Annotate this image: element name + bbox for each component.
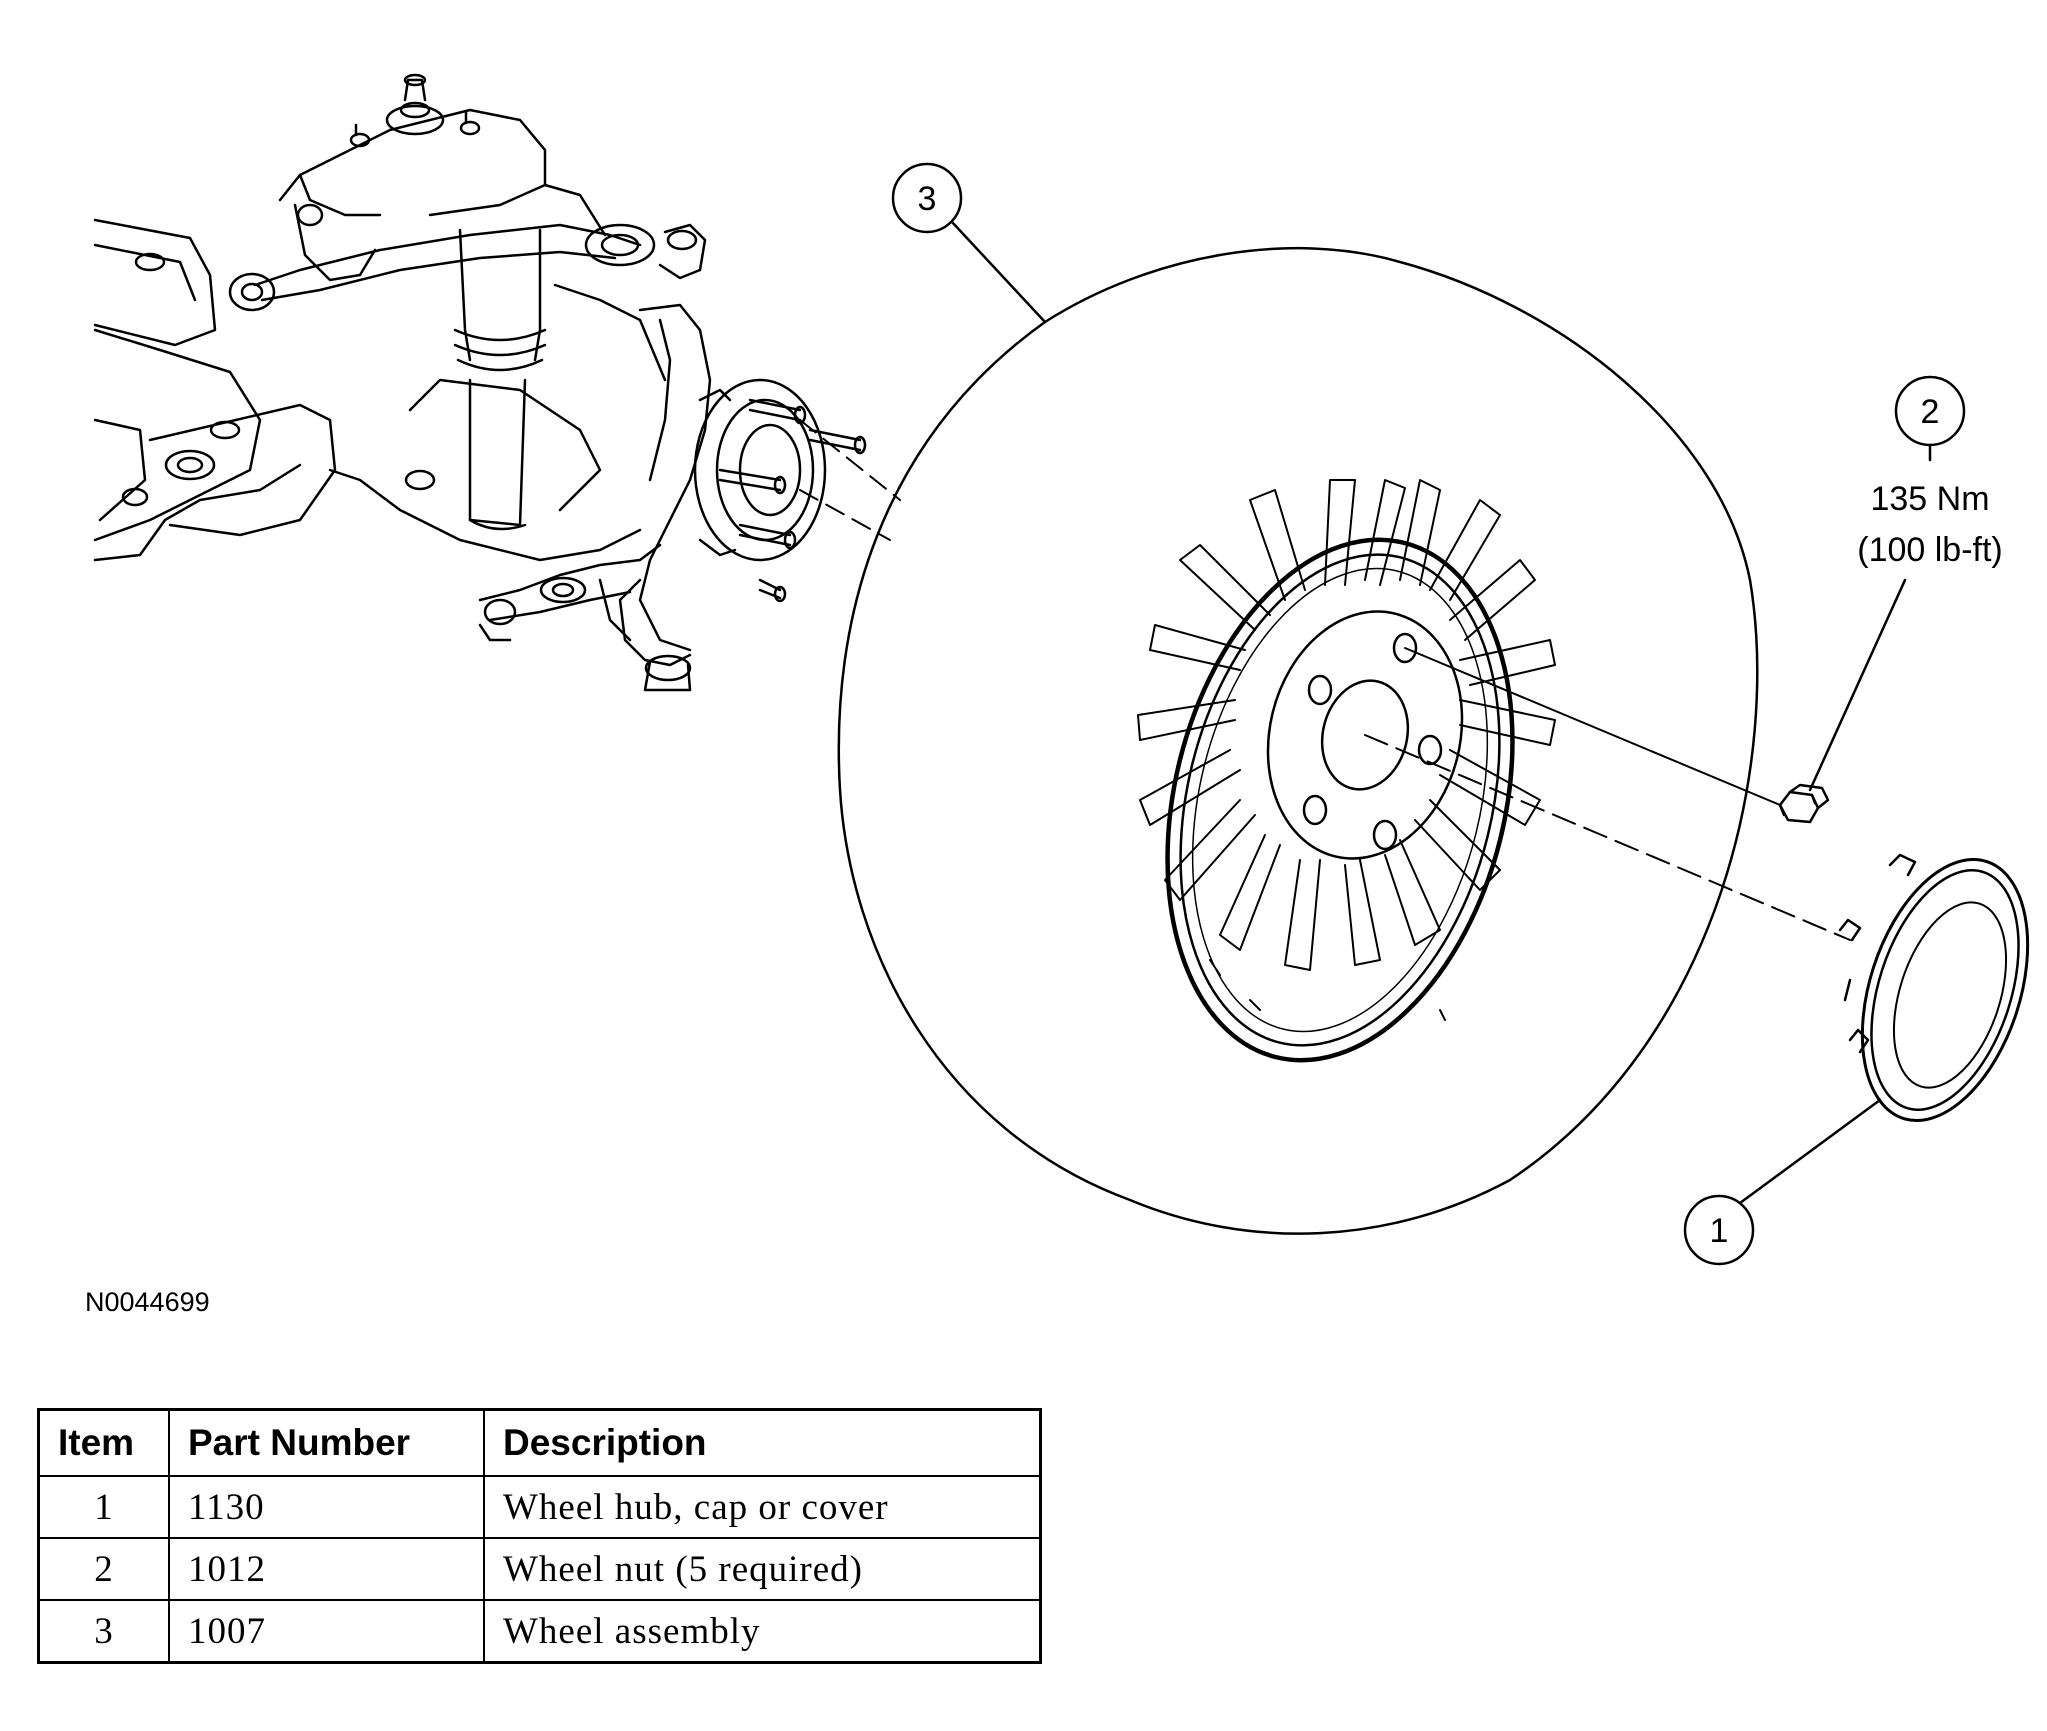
row-description: Wheel hub, cap or cover	[483, 1475, 1042, 1539]
table-row: 2 1012 Wheel nut (5 required)	[37, 1537, 1042, 1601]
wheel-spokes	[1137, 479, 1556, 1021]
table-row: 1 1130 Wheel hub, cap or cover	[37, 1475, 1042, 1539]
row-item: 3	[37, 1599, 170, 1664]
row-description: Wheel assembly	[483, 1599, 1042, 1664]
callout-2: 2 135 Nm (100 lb-ft)	[1808, 375, 2003, 792]
table-row: 3 1007 Wheel assembly	[37, 1599, 1042, 1664]
figure-id: N0044699	[85, 1287, 210, 1317]
row-item: 2	[37, 1537, 170, 1601]
exploded-wheel-diagram: 3 2 135 Nm (100 lb-ft) 1	[93, 73, 2030, 1266]
row-description: Wheel nut (5 required)	[483, 1537, 1042, 1601]
wheel-studs	[718, 398, 867, 603]
wheel-assembly	[837, 246, 1759, 1235]
wheel-cover-rim	[1165, 537, 1515, 1063]
wheel-hub-cap	[1838, 853, 2030, 1122]
torque-spec-nm: 135 Nm	[1870, 480, 1989, 518]
callout-2-number: 2	[1921, 393, 1940, 431]
row-part-number: 1007	[168, 1599, 485, 1664]
row-part-number: 1012	[168, 1537, 485, 1601]
wheel-center-hub	[1266, 610, 1464, 860]
parts-table-header-row: Item Part Number Description	[37, 1408, 1042, 1477]
callout-3-number: 3	[918, 180, 937, 218]
wheel-nut	[1778, 783, 1830, 824]
row-item: 1	[37, 1475, 170, 1539]
callout-3: 3	[891, 162, 1047, 324]
torque-spec-lbft: (100 lb-ft)	[1857, 531, 2003, 569]
header-item: Item	[37, 1408, 170, 1477]
suspension-assembly	[93, 73, 901, 692]
header-description: Description	[483, 1408, 1042, 1477]
header-part-number: Part Number	[168, 1408, 485, 1477]
callout-1: 1	[1683, 1098, 1882, 1266]
row-part-number: 1130	[168, 1475, 485, 1539]
parts-table: Item Part Number Description 1 1130 Whee…	[37, 1408, 1042, 1664]
nut-alignment-line	[1404, 647, 1781, 806]
tire-outline	[837, 246, 1759, 1235]
callout-1-number: 1	[1710, 1212, 1729, 1250]
cap-alignment-line	[1364, 734, 1851, 941]
